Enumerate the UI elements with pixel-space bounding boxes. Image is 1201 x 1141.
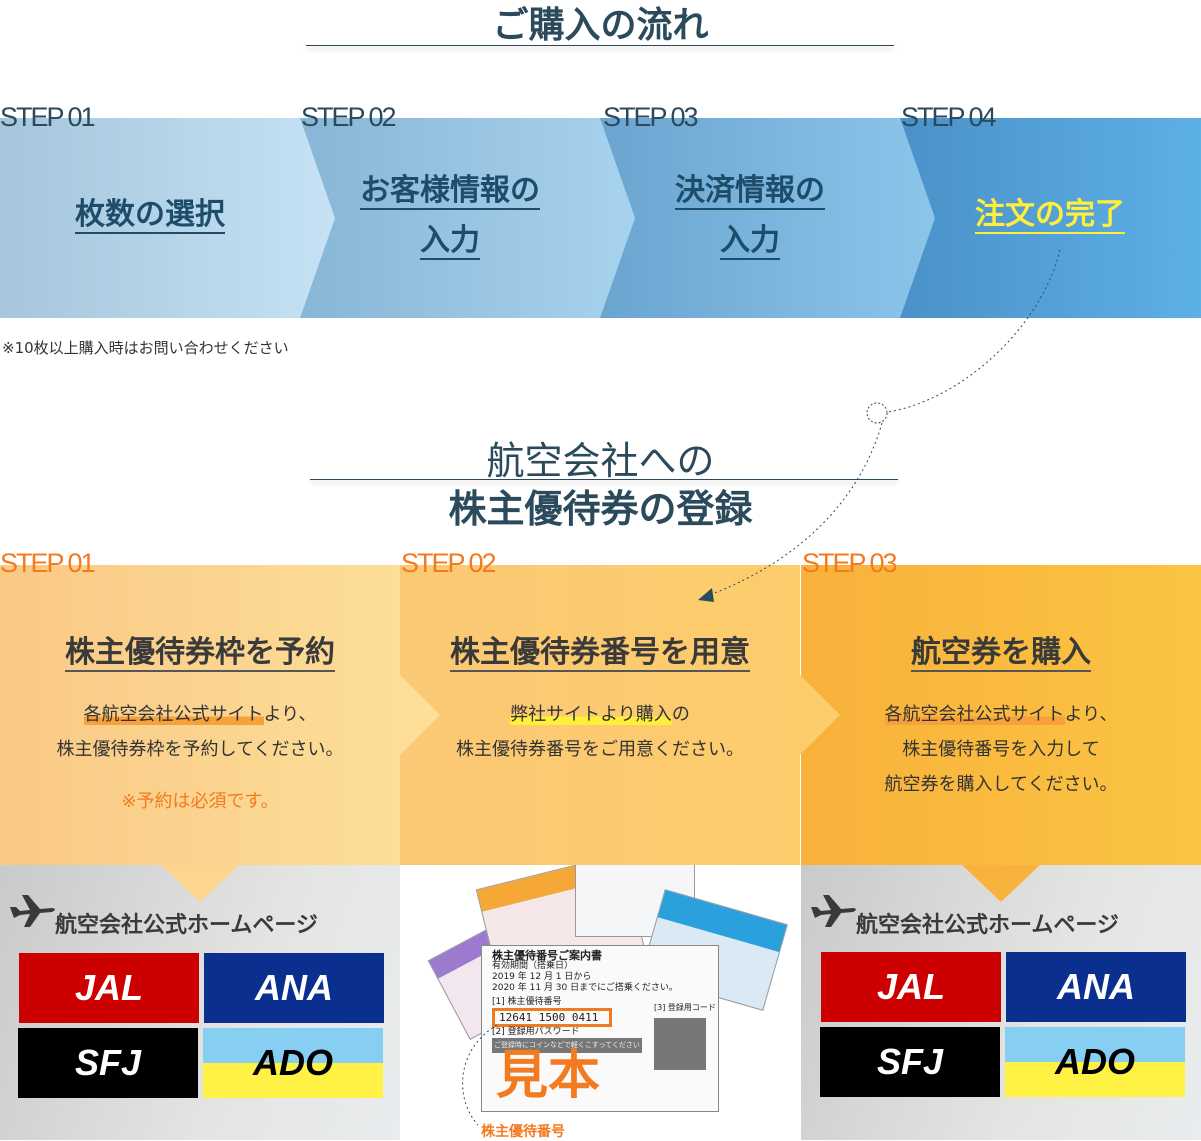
step-label: STEP 04	[901, 102, 997, 132]
password-scratch: ご登録時にコインなどで軽くこすってください	[492, 1038, 642, 1053]
homepage-title: 航空会社公式ホームページ	[856, 913, 1119, 938]
step-desc: 航空券を購入してください。	[884, 774, 1118, 795]
sample-ticket-image: 株主優待番号ご案内書 有効期間（搭乗日） 2019 年 12 月 1 日から 2…	[400, 853, 801, 1140]
step-desc: の	[671, 704, 690, 725]
step-label: STEP 03	[802, 548, 898, 578]
sample-number: 12641 1500 0411	[492, 1008, 612, 1027]
ana-link[interactable]: ANA	[204, 953, 384, 1023]
step-label: STEP 03	[603, 102, 699, 132]
ado-link[interactable]: ADO	[203, 1028, 383, 1098]
register-step-3: 航空券を購入 各航空会社公式サイトより、株主優待番号を入力して航空券を購入してく…	[801, 565, 1201, 865]
down-arrow	[961, 864, 1041, 902]
airplane-icon	[10, 895, 55, 927]
step-desc: より、	[1064, 704, 1118, 725]
password-label: [2] 登録用パスワード	[492, 1027, 580, 1037]
step-title: 株主優待券枠を予約	[65, 635, 335, 672]
step-label: STEP 01	[0, 548, 96, 578]
step-desc-highlight: 各航空会社公式サイト	[83, 704, 264, 725]
step-desc: より、	[263, 704, 317, 725]
ana-link[interactable]: ANA	[1006, 952, 1186, 1022]
step-text: お客様情報の	[360, 173, 540, 210]
step-text: 入力	[720, 223, 780, 260]
sample-caption: 株主優待番号	[481, 1124, 565, 1140]
flow-step-3: 決済情報の入力	[600, 118, 935, 318]
title-divider	[310, 479, 898, 480]
homepage-title: 航空会社公式ホームページ	[55, 913, 318, 938]
registration-title-line1: 航空会社への	[486, 439, 715, 483]
register-step-2: 株主優待券番号を用意 弊社サイトより購入の株主優待券番号をご用意ください。	[400, 565, 840, 865]
step-desc-highlight: 弊社サイトより購入	[510, 704, 672, 725]
code-scratch	[654, 1018, 706, 1070]
step-text: 注文の完了	[975, 197, 1125, 234]
step-label: STEP 02	[401, 548, 497, 578]
required-note: ※予約は必須です。	[121, 791, 279, 812]
doc-title: 株主優待番号ご案内書	[492, 949, 602, 962]
number-label: [1] 株主優待番号	[492, 997, 562, 1007]
step-text: 入力	[420, 223, 480, 260]
jal-link[interactable]: JAL	[821, 952, 1001, 1022]
date-to: 2020 年 11 月 30 日までにご搭乗ください。	[492, 983, 678, 993]
step-desc-highlight: 各航空会社公式サイト	[884, 704, 1065, 725]
step-label: STEP 01	[0, 102, 96, 132]
registration-title-line2: 株主優待券の登録	[448, 487, 753, 531]
flow-step-4: 注文の完了	[900, 118, 1201, 318]
ado-link[interactable]: ADO	[1005, 1027, 1185, 1097]
jal-link[interactable]: JAL	[19, 953, 199, 1023]
step-text: 枚数の選択	[75, 197, 225, 234]
step-text: 決済情報の	[675, 173, 825, 210]
quantity-note: ※10枚以上購入時はお問い合わせください	[2, 339, 289, 357]
step-label: STEP 02	[301, 102, 397, 132]
sfj-link[interactable]: SFJ	[820, 1027, 1000, 1097]
starflyer-ticket-front: 株主優待番号ご案内書 有効期間（搭乗日） 2019 年 12 月 1 日から 2…	[481, 945, 719, 1112]
step-desc: 株主優待券番号をご用意ください。	[456, 739, 744, 760]
validity: 有効期間（搭乗日）	[492, 961, 574, 971]
step-title: 株主優待券番号を用意	[450, 635, 750, 672]
sample-watermark: 見本	[496, 1046, 601, 1106]
airline-homepage-panel: 航空会社公式ホームページ JAL ANA SFJ ADO	[0, 864, 400, 1140]
sfj-link[interactable]: SFJ	[18, 1028, 198, 1098]
register-step-1: 株主優待券枠を予約 各航空会社公式サイトより、株主優待券枠を予約してください。 ※…	[0, 565, 440, 865]
purchase-flow-title: ご購入の流れ	[492, 5, 709, 46]
step-desc: 株主優待券枠を予約してください。	[56, 739, 344, 760]
code-label: [3] 登録用コード	[654, 1003, 716, 1012]
date-from: 2019 年 12 月 1 日から	[492, 972, 592, 982]
airline-homepage-panel: 航空会社公式ホームページ JAL ANA SFJ ADO	[801, 864, 1201, 1140]
step-desc: 株主優待番号を入力して	[902, 739, 1100, 760]
airplane-icon	[811, 895, 856, 927]
flow-step-1: 枚数の選択	[0, 118, 335, 318]
title-divider	[306, 45, 894, 46]
step-title: 航空券を購入	[911, 635, 1091, 672]
down-arrow	[160, 864, 240, 902]
flow-step-2: お客様情報の入力	[300, 118, 635, 318]
